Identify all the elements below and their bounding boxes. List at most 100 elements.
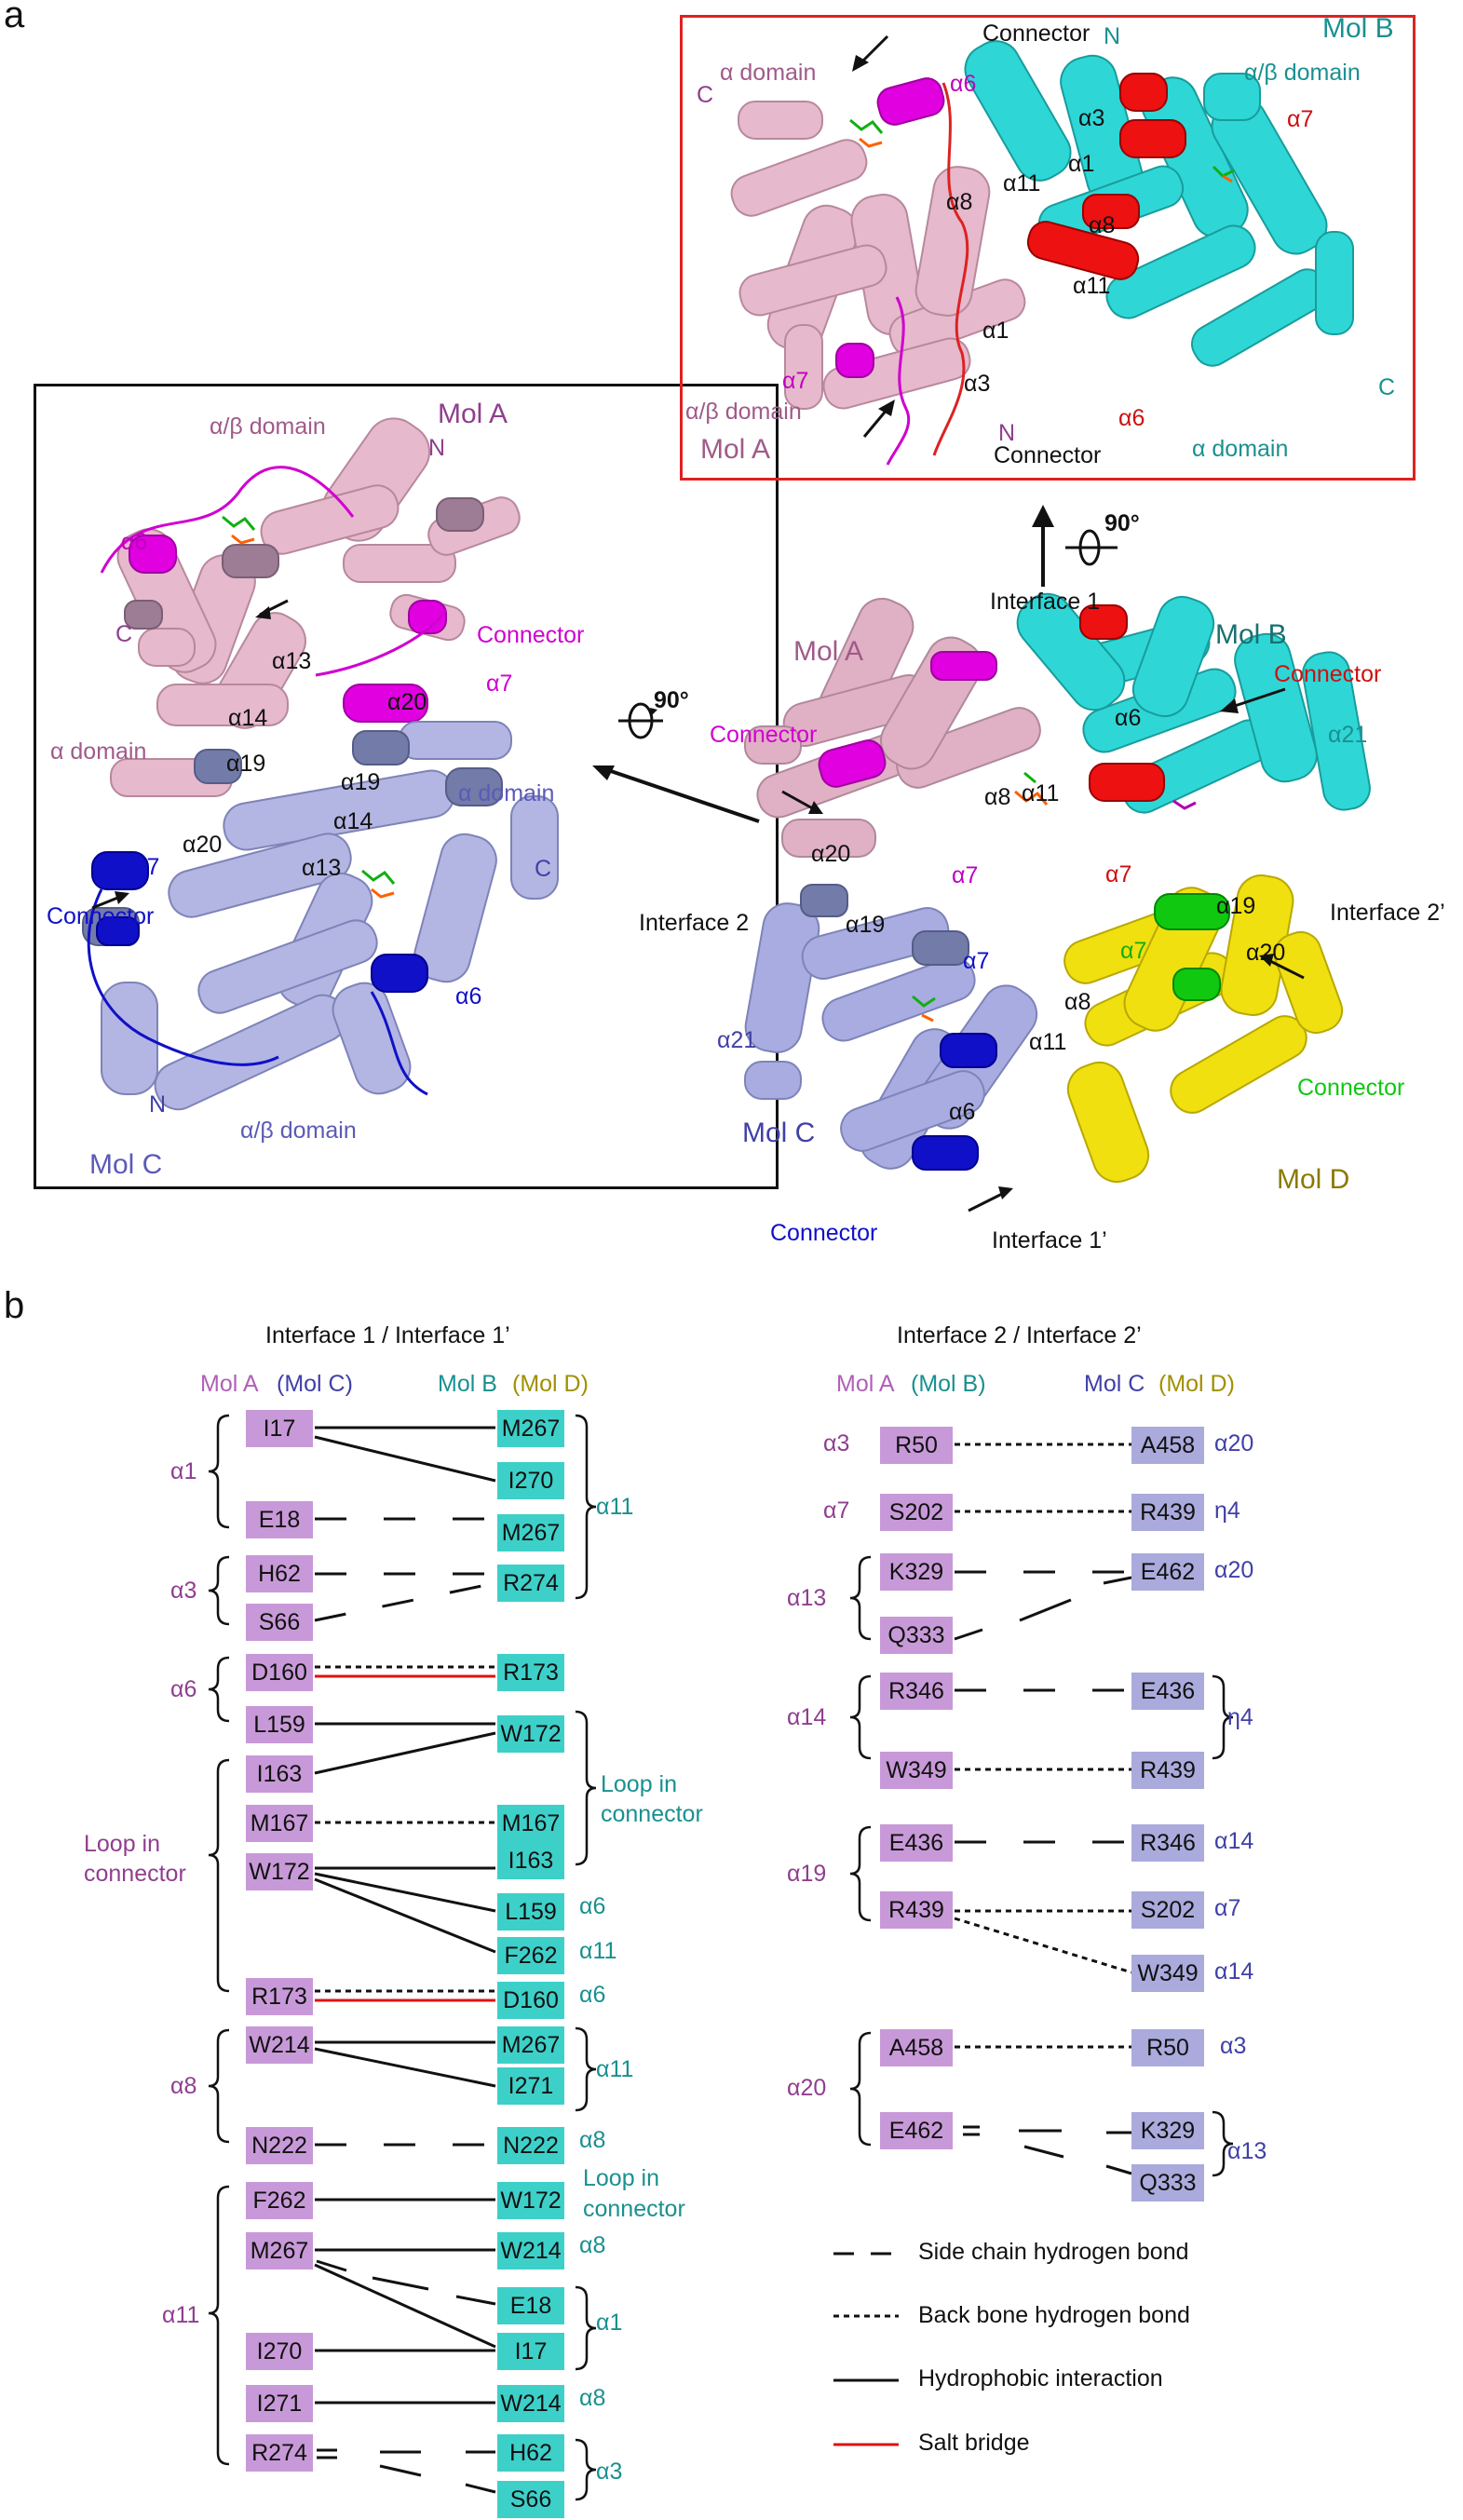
res-b-i17: I17	[497, 2333, 564, 2370]
interface1-title: Interface 1 / Interface 1’	[265, 1322, 510, 1348]
tetramer-alpha11-label: α11	[1022, 780, 1060, 806]
mol-c-cylinders	[101, 721, 559, 1111]
right-inset-alpha-beta-right-label: α/β domain	[1244, 60, 1361, 86]
left-inset-c-top-label: C	[115, 621, 133, 647]
right-inset-alpha-domain-right-label: α domain	[1192, 436, 1289, 462]
res-b-s66: S66	[497, 2481, 564, 2518]
tetramer-structure	[744, 592, 1371, 1213]
i1-right-loop-in-1: Loop in	[601, 1771, 678, 1797]
i2-right-eta4-1: η4	[1214, 1497, 1240, 1524]
left-inset-alpha20-top-label: α20	[387, 689, 427, 715]
legend-backbone: Back bone hydrogen bond	[918, 2302, 1190, 2328]
left-header-mol-c: (Mol C)	[277, 1371, 353, 1397]
left-inset-alpha20-left-label: α20	[183, 832, 223, 858]
right-inset-alpha-beta-left-label: α/β domain	[685, 399, 802, 425]
tetramer-connector-green-label: Connector	[1297, 1075, 1405, 1101]
res2-c-q333: Q333	[1131, 2164, 1204, 2202]
i1-right-alpha11-2: α11	[579, 1938, 617, 1964]
res-b-f262: F262	[497, 1937, 564, 1974]
i2-left-alpha20: α20	[787, 2075, 827, 2101]
line-r274-s66-b	[465, 2483, 496, 2494]
tetramer-mol-d-label: Mol D	[1277, 1164, 1350, 1195]
tetramer-interface-2-label: Interface 2	[639, 910, 750, 936]
res2-c-r439: R439	[1131, 1494, 1204, 1531]
right-inset-alpha7-left-label: α7	[782, 368, 809, 394]
i1-right-alpha11: α11	[596, 1494, 634, 1520]
i2-right-alpha7: α7	[1214, 1895, 1241, 1921]
res2-a-e462: E462	[880, 2112, 953, 2149]
res2-a-r50: R50	[880, 1427, 953, 1464]
res-a-r274: R274	[246, 2434, 313, 2472]
right-header-mol-a: Mol A	[836, 1371, 895, 1397]
line-e462-q333-a	[1023, 2145, 1064, 2159]
res-b-m167: M167	[497, 1805, 564, 1842]
res-b-i270: I270	[497, 1462, 564, 1499]
res-b-m267-2: M267	[497, 1514, 564, 1551]
legend-side-chain: Side chain hydrogen bond	[918, 2239, 1189, 2265]
res2-c-k329: K329	[1131, 2112, 1204, 2149]
res2-a-k329: K329	[880, 1553, 953, 1591]
res2-a-r439: R439	[880, 1891, 953, 1929]
res2-c-r439-2: R439	[1131, 1752, 1204, 1789]
tetramer-mol-a-label: Mol A	[793, 636, 864, 667]
i2-right-alpha20-2: α20	[1214, 1557, 1254, 1583]
i2-right-alpha3: α3	[1220, 2033, 1247, 2059]
tetramer-mol-c	[744, 902, 1038, 1170]
mol-a-dark-cylinders	[124, 497, 484, 630]
left-inset-alpha-domain-right-label: α domain	[458, 780, 555, 806]
tetramer-alpha20-b-label: α20	[1246, 940, 1286, 966]
right-inset-alpha6-label: α6	[950, 71, 977, 97]
res-b-d160: D160	[497, 1982, 564, 2019]
left-inset-alpha-beta-top-label: α/β domain	[210, 413, 326, 440]
res-a-m267: M267	[246, 2232, 313, 2269]
i1-right-alpha8-2: α8	[579, 2232, 606, 2258]
left-inset-alpha7-top-label: α7	[486, 671, 513, 697]
right-inset-alpha8-left-label: α8	[946, 189, 973, 215]
res2-c-r346: R346	[1131, 1824, 1204, 1862]
left-inset-alpha13-top-label: α13	[272, 648, 312, 674]
left-inset-alpha14-top-label: α14	[228, 705, 268, 731]
tetramer-alpha11-d-label: α11	[1029, 1029, 1067, 1055]
right-header-mol-c: Mol C	[1084, 1371, 1145, 1397]
line-m267-e18-c	[455, 2295, 496, 2306]
arrow-to-left-inset-icon	[592, 765, 760, 823]
i1-left-alpha1: α1	[170, 1458, 197, 1484]
right-inset-structure	[730, 34, 1354, 466]
line-s66-r274	[314, 1581, 496, 1622]
res-b-i271: I271	[497, 2067, 564, 2105]
mol-a-accent	[129, 535, 447, 723]
left-inset-connector-bottom-label: Connector	[47, 903, 155, 929]
res-a-i270: I270	[246, 2333, 313, 2370]
res-a-m167: M167	[246, 1805, 313, 1842]
i1-right-alpha3: α3	[596, 2459, 623, 2485]
i2-right-alpha20-1: α20	[1214, 1430, 1254, 1456]
res-b-m267-1: M267	[497, 1410, 564, 1447]
res-b-r274: R274	[497, 1565, 564, 1602]
right-inset-alpha6-bottom-label: α6	[1118, 405, 1145, 431]
tetramer-alpha7-b-label: α7	[1105, 861, 1132, 887]
tetramer-alpha7-d-label: α7	[1120, 938, 1147, 964]
tetramer-alpha8-d-label: α8	[1064, 989, 1091, 1015]
i2-left-alpha19: α19	[787, 1861, 827, 1887]
res-a-w214: W214	[246, 2026, 313, 2064]
right-inset-alpha1-top-label: α1	[1068, 151, 1095, 177]
line-i17-i270	[314, 1435, 496, 1483]
interface2-title: Interface 2 / Interface 2’	[897, 1322, 1142, 1348]
right-inset-n-bottom-label: N	[998, 420, 1016, 446]
tetramer-connector-magenta-label: Connector	[710, 722, 818, 748]
res2-c-r50: R50	[1131, 2029, 1204, 2066]
i2-right-alpha13: α13	[1227, 2138, 1267, 2164]
right-inset-connector-top-label: Connector	[982, 20, 1090, 47]
res2-a-w349: W349	[880, 1752, 953, 1789]
i1-right-alpha8-1: α8	[579, 2127, 606, 2153]
left-inset-alpha-domain-left-label: α domain	[50, 738, 147, 765]
left-inset-mol-a-label: Mol A	[438, 399, 508, 429]
tetramer-alpha7-a-label: α7	[952, 862, 979, 888]
res2-c-w349: W349	[1131, 1955, 1204, 1992]
panel-b-letter: b	[4, 1285, 25, 1326]
left-header-mol-a: Mol A	[200, 1371, 259, 1397]
res-a-d160: D160	[246, 1654, 313, 1691]
line-q333-e462-c	[1103, 1576, 1132, 1585]
tetramer-alpha19-a-label: α19	[846, 912, 886, 938]
